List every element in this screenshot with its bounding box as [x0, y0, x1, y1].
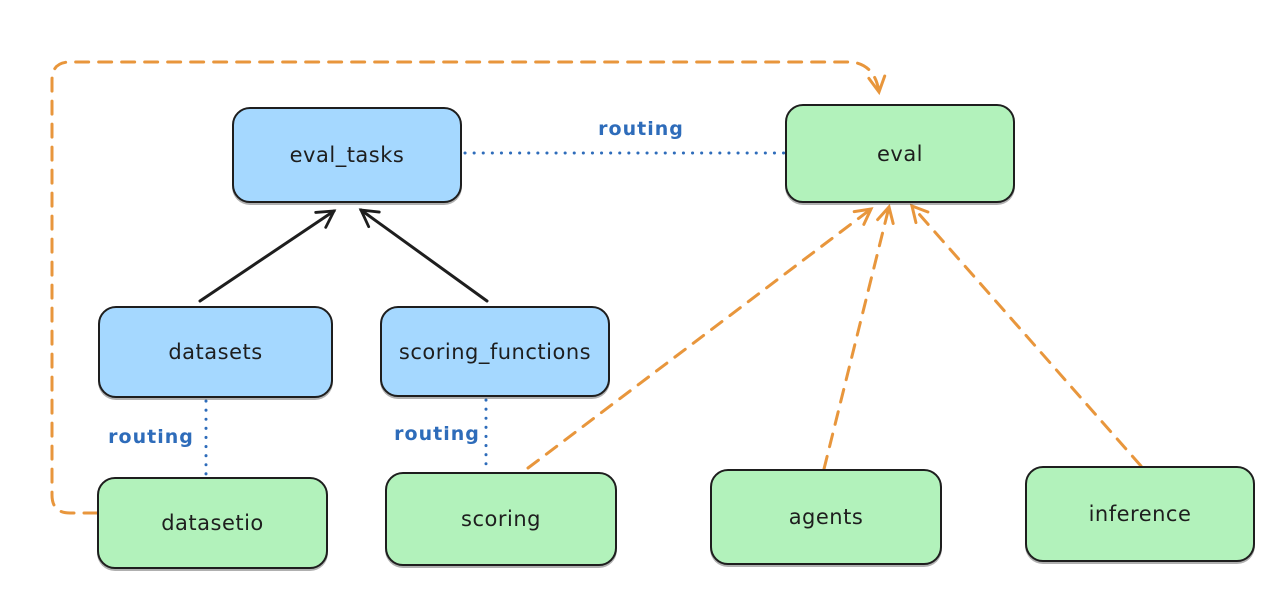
edge-inference-eval — [909, 203, 1143, 468]
edge-scoring_functions-eval_tasks — [358, 208, 489, 303]
node-scoring: scoring — [385, 472, 617, 566]
edge-label-routing-datasets: routing — [108, 426, 194, 448]
node-datasetio: datasetio — [97, 477, 328, 569]
edge-agents-eval — [822, 203, 895, 471]
edge-label-routing-scoring: routing — [394, 423, 480, 445]
edge-scoring-eval — [526, 207, 874, 470]
node-inference: inference — [1025, 466, 1255, 562]
edge-label-routing-top: routing — [598, 118, 684, 140]
node-eval-tasks: eval_tasks — [232, 107, 462, 203]
node-eval: eval — [785, 104, 1015, 203]
node-datasets: datasets — [98, 306, 333, 398]
node-agents: agents — [710, 469, 942, 565]
edge-datasets-eval_tasks — [198, 209, 337, 303]
edge-datasetio-eval — [50, 60, 887, 515]
node-scoring-functions: scoring_functions — [380, 306, 610, 397]
